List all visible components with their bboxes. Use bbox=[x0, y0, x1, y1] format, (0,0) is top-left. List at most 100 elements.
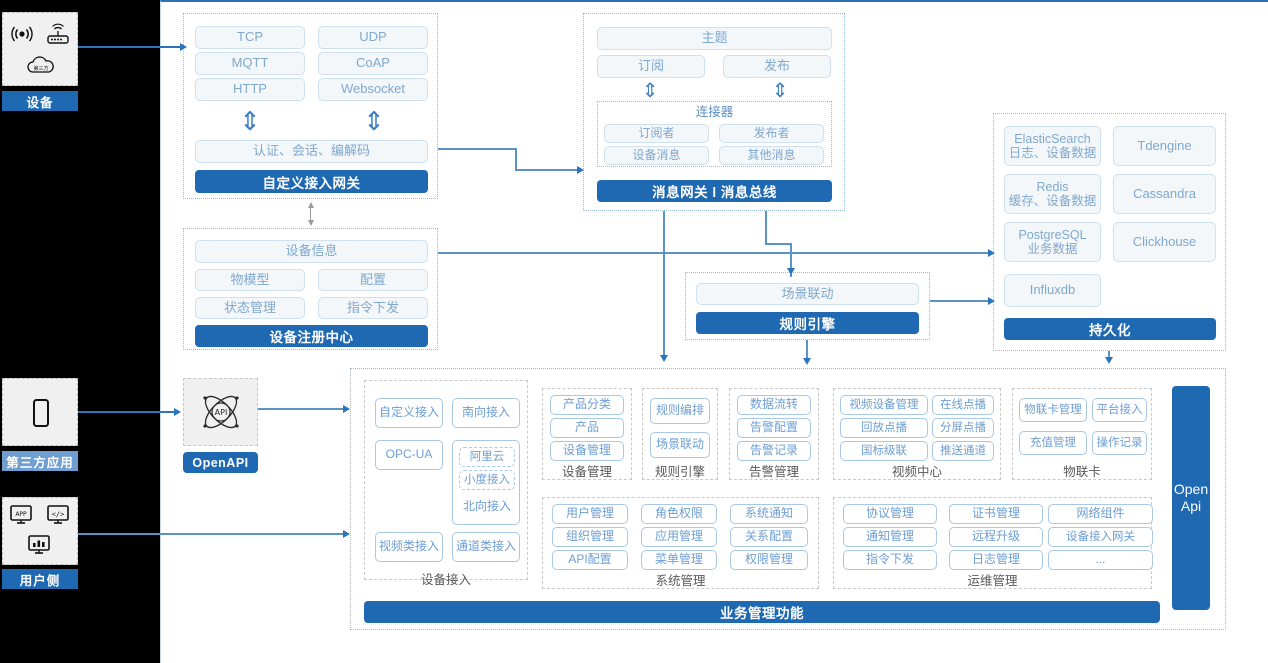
access-xiaodu[interactable]: 小度接入 bbox=[459, 470, 515, 490]
access-video-type[interactable]: 视频类接入 bbox=[375, 532, 443, 562]
store-influxdb[interactable]: Influxdb bbox=[1004, 274, 1101, 307]
om-remote-upgrade[interactable]: 远程升级 bbox=[949, 527, 1043, 547]
am-alarm-config[interactable]: 告警配置 bbox=[737, 418, 811, 438]
caption-system-management: 系统管理 bbox=[655, 573, 706, 588]
ic-card-management[interactable]: 物联卡管理 bbox=[1019, 398, 1087, 422]
subscribe-box[interactable]: 订阅 bbox=[597, 55, 705, 78]
topic-box[interactable]: 主题 bbox=[597, 27, 832, 50]
store-redis[interactable]: Redis 缓存、设备数据 bbox=[1004, 174, 1101, 214]
device-info-box[interactable]: 设备信息 bbox=[195, 240, 428, 263]
om-more[interactable]: ... bbox=[1048, 550, 1153, 570]
dm-product[interactable]: 产品 bbox=[550, 418, 624, 438]
custom-access-gateway-bar[interactable]: 自定义接入网关 bbox=[195, 170, 428, 193]
om-log-management[interactable]: 日志管理 bbox=[949, 550, 1043, 570]
store-clickhouse[interactable]: Clickhouse bbox=[1113, 222, 1216, 262]
store-name: ElasticSearch bbox=[1014, 131, 1091, 146]
line-registry-to-persistence bbox=[438, 252, 990, 254]
command-dispatch-box[interactable]: 指令下发 bbox=[318, 297, 428, 319]
om-protocol-management[interactable]: 协议管理 bbox=[843, 504, 937, 524]
mobile-phone-icon bbox=[27, 397, 55, 429]
sm-permission-management[interactable]: 权限管理 bbox=[730, 550, 808, 570]
persistence-group bbox=[993, 113, 1226, 351]
om-command-dispatch[interactable]: 指令下发 bbox=[843, 550, 937, 570]
thing-model-box[interactable]: 物模型 bbox=[195, 269, 305, 291]
openapi-label-bar[interactable]: OpenAPI bbox=[183, 452, 258, 473]
device-registry-bar[interactable]: 设备注册中心 bbox=[195, 325, 428, 347]
protocol-http[interactable]: HTTP bbox=[195, 78, 305, 101]
sm-role-permission[interactable]: 角色权限 bbox=[641, 504, 717, 524]
re-rule-orchestration[interactable]: 规则编排 bbox=[650, 398, 710, 424]
access-channel-type[interactable]: 通道类接入 bbox=[452, 532, 520, 562]
caption-ops-management: 运维管理 bbox=[967, 573, 1018, 588]
protocol-websocket[interactable]: Websocket bbox=[318, 78, 428, 101]
om-notification-management[interactable]: 通知管理 bbox=[843, 527, 937, 547]
config-box[interactable]: 配置 bbox=[318, 269, 428, 291]
system-management-subgroup bbox=[542, 497, 819, 589]
access-aliyun[interactable]: 阿里云 bbox=[459, 447, 515, 467]
scene-linkage-box[interactable]: 场景联动 bbox=[696, 283, 919, 305]
sm-menu-management[interactable]: 菜单管理 bbox=[641, 550, 717, 570]
om-network-component[interactable]: 网络组件 bbox=[1048, 504, 1153, 524]
om-device-access-gateway[interactable]: 设备接入网关 bbox=[1048, 527, 1153, 547]
business-management-bar[interactable]: 业务管理功能 bbox=[364, 601, 1160, 623]
vc-playback[interactable]: 回放点播 bbox=[840, 418, 928, 438]
ic-platform-access[interactable]: 平台接入 bbox=[1092, 398, 1147, 422]
sm-system-notification[interactable]: 系统通知 bbox=[730, 504, 808, 524]
caption-device-access: 设备接入 bbox=[420, 572, 471, 587]
connector-publisher[interactable]: 发布者 bbox=[719, 124, 824, 143]
access-southbound[interactable]: 南向接入 bbox=[452, 398, 520, 428]
am-alarm-record[interactable]: 告警记录 bbox=[737, 441, 811, 461]
arrow-registry-to-persistence bbox=[988, 249, 995, 257]
access-northbound-wrapper: 阿里云 小度接入 北向接入 bbox=[452, 440, 520, 525]
device-management-subgroup bbox=[542, 388, 632, 480]
state-management-box[interactable]: 状态管理 bbox=[195, 297, 305, 319]
connector-subscriber[interactable]: 订阅者 bbox=[604, 124, 709, 143]
sm-app-management[interactable]: 应用管理 bbox=[641, 527, 717, 547]
vc-split-screen[interactable]: 分屏点播 bbox=[932, 418, 994, 438]
line-device-to-gateway bbox=[78, 46, 182, 48]
protocol-udp[interactable]: UDP bbox=[318, 26, 428, 49]
access-custom[interactable]: 自定义接入 bbox=[375, 398, 443, 428]
vc-video-device-management[interactable]: 视频设备管理 bbox=[840, 395, 928, 415]
auth-session-codec[interactable]: 认证、会话、编解码 bbox=[195, 140, 428, 163]
store-cassandra[interactable]: Cassandra bbox=[1113, 174, 1216, 214]
store-elasticsearch[interactable]: ElasticSearch 日志、设备数据 bbox=[1004, 126, 1101, 166]
app-window-icon: APP bbox=[8, 503, 34, 527]
vc-online-play[interactable]: 在线点播 bbox=[932, 395, 994, 415]
vc-push-channel[interactable]: 推送通道 bbox=[932, 441, 994, 461]
publish-box[interactable]: 发布 bbox=[723, 55, 831, 78]
iot-card-subgroup bbox=[1012, 388, 1152, 480]
store-tdengine[interactable]: Tdengine bbox=[1113, 126, 1216, 166]
rule-engine-bar[interactable]: 规则引擎 bbox=[696, 312, 919, 334]
persistence-bar[interactable]: 持久化 bbox=[1004, 318, 1216, 340]
dm-device-management[interactable]: 设备管理 bbox=[550, 441, 624, 461]
sm-relation-config[interactable]: 关系配置 bbox=[730, 527, 808, 547]
om-certificate-management[interactable]: 证书管理 bbox=[949, 504, 1043, 524]
ic-recharge-management[interactable]: 充值管理 bbox=[1019, 431, 1087, 455]
protocol-coap[interactable]: CoAP bbox=[318, 52, 428, 75]
ic-operation-record[interactable]: 操作记录 bbox=[1092, 431, 1147, 455]
access-northbound-label: 北向接入 bbox=[462, 499, 511, 514]
dm-product-category[interactable]: 产品分类 bbox=[550, 395, 624, 415]
message-gateway-bar[interactable]: 消息网关 l 消息总线 bbox=[597, 180, 832, 202]
sm-api-config[interactable]: API配置 bbox=[552, 550, 628, 570]
alarm-management-subgroup bbox=[729, 388, 819, 480]
double-arrow-icon-right: ⇕ bbox=[363, 107, 385, 137]
sm-org-management[interactable]: 组织管理 bbox=[552, 527, 628, 547]
arrow-rule-to-persistence bbox=[988, 297, 995, 305]
store-postgresql[interactable]: PostgreSQL 业务数据 bbox=[1004, 222, 1101, 262]
open-api-vertical-bar[interactable]: Open Api bbox=[1172, 386, 1210, 610]
rule-engine-subgroup bbox=[642, 388, 718, 480]
connector-other-message[interactable]: 其他消息 bbox=[719, 146, 824, 165]
access-opcua[interactable]: OPC-UA bbox=[375, 440, 443, 470]
connector-title: 连接器 bbox=[695, 105, 734, 119]
vc-gb-cascade[interactable]: 国标级联 bbox=[840, 441, 928, 461]
am-data-flow[interactable]: 数据流转 bbox=[737, 395, 811, 415]
arrow-message-to-rule bbox=[787, 268, 795, 275]
protocol-tcp[interactable]: TCP bbox=[195, 26, 305, 49]
re-scene-linkage[interactable]: 场景联动 bbox=[650, 432, 710, 458]
connector-device-message[interactable]: 设备消息 bbox=[604, 146, 709, 165]
protocol-mqtt[interactable]: MQTT bbox=[195, 52, 305, 75]
api-atom-icon: API bbox=[194, 387, 248, 437]
sm-user-management[interactable]: 用户管理 bbox=[552, 504, 628, 524]
